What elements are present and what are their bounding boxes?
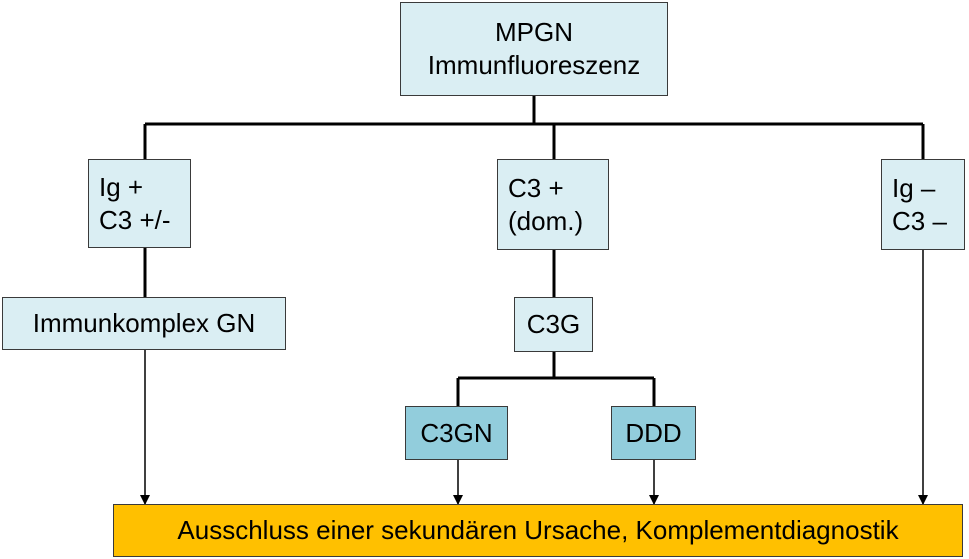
conclusion-node: Ausschluss einer sekundären Ursache, Kom… <box>113 504 963 557</box>
conclusion-label: Ausschluss einer sekundären Ursache, Kom… <box>177 515 899 545</box>
branch-right-node: Ig – C3 – <box>881 159 965 250</box>
branch-left-line2: C3 +/- <box>99 204 171 235</box>
immunkomplex-label: Immunkomplex GN <box>32 308 256 338</box>
c3gn-node: C3GN <box>405 406 508 460</box>
branch-right-line2: C3 – <box>892 205 947 236</box>
branch-middle-line1: C3 + <box>508 172 564 203</box>
ddd-node: DDD <box>611 406 696 460</box>
c3g-label: C3G <box>526 309 581 339</box>
immunkomplex-node: Immunkomplex GN <box>2 297 286 350</box>
branch-middle-node: C3 + (dom.) <box>497 159 609 250</box>
root-node-line1: MPGN <box>495 17 573 47</box>
branch-left-node: Ig + C3 +/- <box>88 159 191 248</box>
c3gn-label: C3GN <box>420 417 493 448</box>
root-node-line2: Immunfluoreszenz <box>427 50 641 80</box>
branch-middle-line2: (dom.) <box>508 205 584 236</box>
branch-right-line1: Ig – <box>892 172 936 203</box>
c3g-node: C3G <box>514 297 593 352</box>
ddd-label: DDD <box>625 417 682 448</box>
branch-left-line1: Ig + <box>99 171 144 202</box>
root-node: MPGN Immunfluoreszenz <box>400 2 668 96</box>
